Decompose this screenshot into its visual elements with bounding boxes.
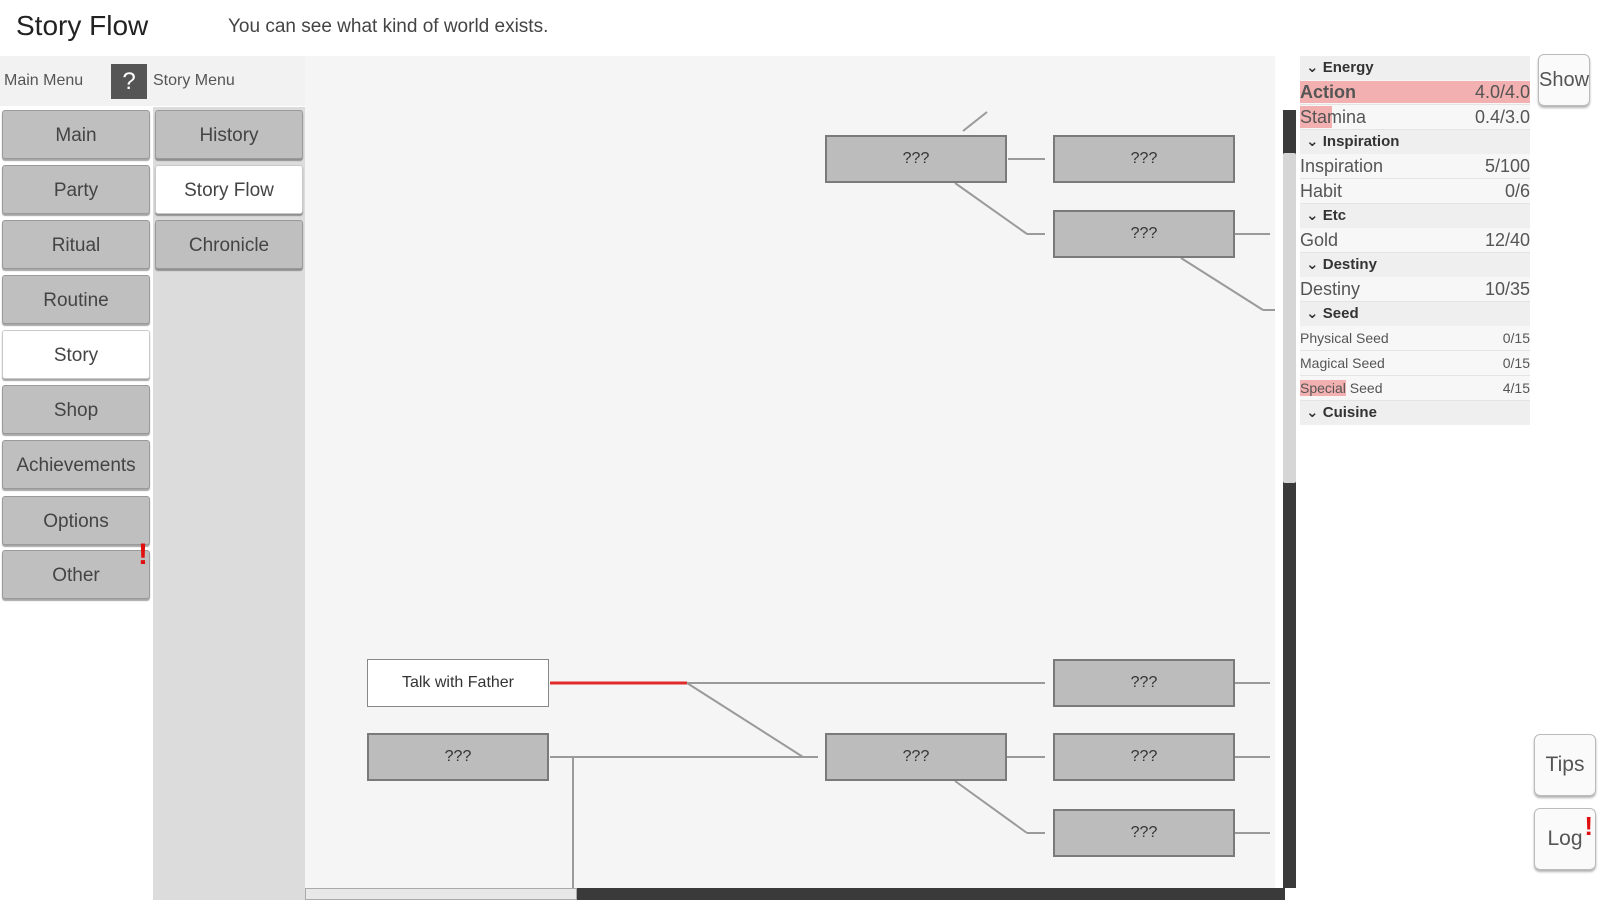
resource-name: Inspiration <box>1300 156 1384 176</box>
connector-line <box>962 111 988 132</box>
resource-value: 0/15 <box>1502 355 1530 371</box>
log-button-label: Log <box>1547 827 1583 850</box>
resource-value: 4/15 <box>1502 380 1530 396</box>
resource-value: 4.0/4.0 <box>1474 82 1530 102</box>
story-node-locked[interactable]: ??? <box>825 733 1007 781</box>
main-menu-label: Main Menu <box>4 72 84 89</box>
story-flow-graph[interactable]: ????????? Talk with Father??????????????? <box>305 56 1275 900</box>
connector-line <box>1180 257 1264 311</box>
resource-name: Stamina <box>1300 107 1367 127</box>
connector-line <box>954 182 1028 235</box>
resource-section-destiny[interactable]: ⌄ Destiny <box>1300 253 1530 277</box>
resource-name: Magical Seed <box>1300 355 1385 371</box>
main-menu-party-button[interactable]: Party <box>2 165 150 214</box>
main-menu-shop-button[interactable]: Shop <box>2 385 150 434</box>
horizontal-scroll-thumb[interactable] <box>305 888 577 900</box>
page-subtitle: You can see what kind of world exists. <box>228 16 549 37</box>
help-button[interactable]: ? <box>111 64 147 99</box>
resource-section-label: Destiny <box>1322 256 1377 273</box>
main-menu-ritual-button[interactable]: Ritual <box>2 220 150 269</box>
menu-label-bar <box>0 56 305 106</box>
story-menu-chronicle-button[interactable]: Chronicle <box>155 220 303 269</box>
resource-row: Special Seed 4/15 <box>1300 376 1530 401</box>
main-menu-options-button[interactable]: Options <box>2 496 150 545</box>
main-menu-achievements-button[interactable]: Achievements <box>2 440 150 489</box>
resource-fill-bar <box>1300 81 1530 103</box>
chevron-down-icon: ⌄ <box>1306 305 1323 322</box>
chevron-down-icon: ⌄ <box>1306 59 1323 76</box>
resource-value: 12/40 <box>1484 230 1530 250</box>
resource-section-inspiration[interactable]: ⌄ Inspiration <box>1300 130 1530 154</box>
chevron-down-icon: ⌄ <box>1306 133 1323 150</box>
resource-section-label: Etc <box>1322 207 1347 224</box>
chevron-down-icon: ⌄ <box>1306 404 1323 421</box>
main-menu-other-button[interactable]: Other <box>2 550 150 599</box>
resource-name: Physical Seed <box>1300 330 1389 346</box>
main-menu-story-button[interactable]: Story <box>2 330 150 379</box>
story-node-locked[interactable]: ??? <box>1053 135 1235 183</box>
connector-line <box>686 682 804 758</box>
resource-section-seed[interactable]: ⌄ Seed <box>1300 302 1530 326</box>
resource-name-highlight: Special <box>1300 380 1346 396</box>
story-node-locked[interactable]: ??? <box>1053 659 1235 707</box>
resource-row: Magical Seed 0/15 <box>1300 351 1530 376</box>
log-alert-icon: ! <box>1584 811 1593 841</box>
resource-name: Gold <box>1300 230 1339 250</box>
story-node-locked[interactable]: ??? <box>825 135 1007 183</box>
resource-value: 0/6 <box>1504 181 1530 201</box>
resource-row: Action 4.0/4.0 <box>1300 80 1530 105</box>
story-menu-label: Story Menu <box>153 72 235 89</box>
resource-row: Gold 12/40 <box>1300 228 1530 253</box>
story-node-locked[interactable]: ??? <box>367 733 549 781</box>
chevron-down-icon: ⌄ <box>1306 256 1323 273</box>
show-button[interactable]: Show <box>1538 54 1590 106</box>
resource-section-label: Inspiration <box>1322 133 1400 150</box>
vertical-scroll-thumb[interactable] <box>1283 153 1296 483</box>
story-node-locked[interactable]: ??? <box>1053 733 1235 781</box>
resource-row: Stamina 0.4/3.0 <box>1300 105 1530 130</box>
story-node-locked[interactable]: ??? <box>1053 210 1235 258</box>
tips-button[interactable]: Tips <box>1534 734 1596 796</box>
resource-value: 0/15 <box>1502 330 1530 346</box>
main-menu-main-button[interactable]: Main <box>2 110 150 159</box>
resource-row: Inspiration 5/100 <box>1300 154 1530 179</box>
resource-value: 0.4/3.0 <box>1474 107 1530 127</box>
story-menu-story-flow-button[interactable]: Story Flow <box>155 165 303 214</box>
resource-name: Action <box>1300 82 1356 102</box>
resource-value: 5/100 <box>1484 156 1530 176</box>
resource-name: Habit <box>1300 181 1343 201</box>
resource-name: Destiny <box>1300 279 1361 299</box>
main-menu-routine-button[interactable]: Routine <box>2 275 150 324</box>
connector-line <box>954 780 1028 834</box>
resource-name: Special Seed <box>1300 376 1383 400</box>
resource-row: Destiny 10/35 <box>1300 277 1530 302</box>
resource-name-rest: Seed <box>1345 380 1383 396</box>
resource-value: 10/35 <box>1484 279 1530 299</box>
resource-fill-bar <box>1300 106 1333 128</box>
resource-section-energy[interactable]: ⌄ Energy <box>1300 56 1530 80</box>
chevron-down-icon: ⌄ <box>1306 207 1323 224</box>
log-button[interactable]: Log ! <box>1534 808 1596 870</box>
resource-section-label: Cuisine <box>1322 404 1377 421</box>
resource-section-label: Seed <box>1322 305 1359 322</box>
story-node-locked[interactable]: ??? <box>1053 809 1235 857</box>
page-title: Story Flow <box>16 10 149 41</box>
resource-section-etc[interactable]: ⌄ Etc <box>1300 204 1530 228</box>
alert-icon: ! <box>138 538 148 571</box>
story-node-unlocked[interactable]: Talk with Father <box>367 659 549 707</box>
resource-row: Physical Seed 0/15 <box>1300 326 1530 351</box>
resource-section-cuisine[interactable]: ⌄ Cuisine <box>1300 401 1530 425</box>
story-menu-history-button[interactable]: History <box>155 110 303 159</box>
resource-section-label: Energy <box>1322 59 1374 76</box>
resource-row: Habit 0/6 <box>1300 179 1530 204</box>
